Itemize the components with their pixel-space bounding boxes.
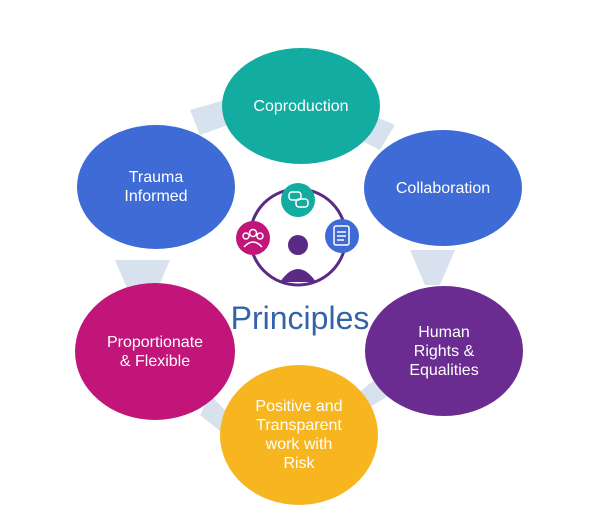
node-label: Coproduction — [253, 97, 349, 115]
node-label: Positive and Transparent work with Risk — [255, 398, 343, 472]
node-collaboration: Collaboration — [364, 130, 522, 246]
group-people-icon — [236, 221, 270, 255]
chat-bubbles-icon — [281, 183, 315, 217]
node-label: Collaboration — [395, 179, 491, 197]
node-label: Human Rights & Equalities — [409, 323, 479, 379]
person-icon — [280, 235, 316, 282]
node-human-rights: Human Rights & Equalities — [365, 286, 523, 416]
node-positive-risk: Positive and Transparent work with Risk — [220, 365, 378, 505]
center-title: Principles — [230, 300, 370, 336]
node-label: Trauma Informed — [124, 169, 188, 205]
node-proportionate: Proportionate & Flexible — [75, 283, 235, 420]
node-label: Proportionate & Flexible — [106, 333, 204, 370]
node-trauma-informed: Trauma Informed — [77, 125, 235, 249]
clipboard-icon — [325, 219, 359, 253]
node-coproduction: Coproduction — [222, 48, 380, 164]
center-icon-cluster — [236, 183, 359, 287]
